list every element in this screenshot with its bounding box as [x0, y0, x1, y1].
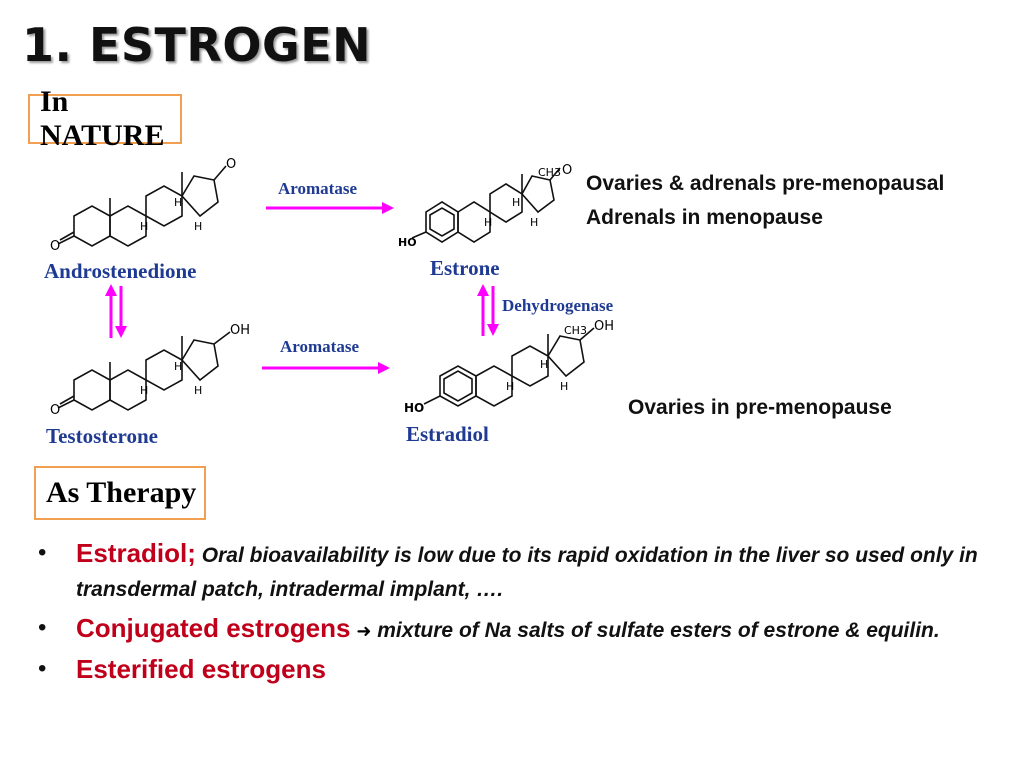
arrow-right-icon: ➜ [356, 621, 372, 641]
estrone-structure: HO CH3 O H H H [398, 163, 572, 249]
h-label: H [484, 216, 492, 229]
estrone-label: Estrone [430, 256, 500, 280]
estradiol-source: Ovaries in pre-menopause [628, 396, 892, 419]
bullet: • [38, 614, 47, 641]
ch3-label: CH3 [564, 324, 587, 337]
bullet: • [38, 539, 47, 566]
drug-name: Esterified estrogens [76, 654, 326, 684]
estrone-source-line1: Ovaries & adrenals pre-menopausal [586, 172, 945, 195]
testosterone-structure: O OH H H H [50, 323, 250, 418]
list-item: • Esterified estrogens [36, 652, 1016, 689]
nature-label: In NATURE [28, 85, 182, 152]
therapy-label: As Therapy [34, 466, 206, 520]
o-label: O [226, 158, 236, 172]
aromatase-bottom-arrow [262, 362, 390, 374]
h-label: H [506, 380, 514, 393]
drug-name: Conjugated estrogens [76, 613, 351, 643]
dehydrogenase-label: Dehydrogenase [502, 296, 614, 315]
o-label: O [50, 239, 60, 254]
estradiol-structure: HO CH3 OH H H H [404, 319, 614, 415]
list-item: • Conjugated estrogens ➜ mixture of Na s… [36, 611, 1016, 648]
estrone-estradiol-equilibrium-arrow [477, 284, 499, 336]
h-label: H [540, 358, 548, 371]
o-label: O [50, 403, 60, 418]
estradiol-label: Estradiol [406, 422, 489, 446]
h-label: H [530, 216, 538, 229]
ho-label: HO [404, 401, 424, 415]
h-label: H [174, 196, 182, 209]
therapy-list: • Estradiol; Oral bioavailability is low… [36, 536, 1016, 693]
drug-description: mixture of Na salts of sulfate esters of… [371, 619, 940, 642]
oh-label: OH [594, 319, 614, 334]
androstenedione-testosterone-equilibrium-arrow [105, 284, 127, 338]
h-label: H [194, 384, 202, 397]
h-label: H [140, 220, 148, 233]
drug-description: Oral bioavailability is low due to its r… [76, 544, 978, 601]
oh-label: OH [230, 323, 250, 338]
androstenedione-structure: O O H H H [50, 158, 236, 254]
aromatase-top-arrow [266, 202, 394, 214]
h-label: H [140, 384, 148, 397]
h-label: H [512, 196, 520, 209]
h-label: H [194, 220, 202, 233]
bullet: • [38, 655, 47, 682]
ch3-label: CH3 [538, 166, 561, 179]
list-item: • Estradiol; Oral bioavailability is low… [36, 536, 1016, 607]
testosterone-label: Testosterone [46, 424, 158, 448]
androstenedione-label: Androstenedione [44, 259, 197, 283]
drug-name: Estradiol; [76, 538, 196, 568]
h-label: H [560, 380, 568, 393]
aromatase-bottom-label: Aromatase [280, 337, 359, 356]
estrone-source-line2: Adrenals in menopause [586, 206, 823, 229]
aromatase-top-label: Aromatase [278, 179, 357, 198]
h-label: H [174, 360, 182, 373]
ho-label: HO [398, 236, 417, 249]
o-label: O [562, 163, 572, 178]
page-title: 1. ESTROGEN [22, 18, 372, 72]
